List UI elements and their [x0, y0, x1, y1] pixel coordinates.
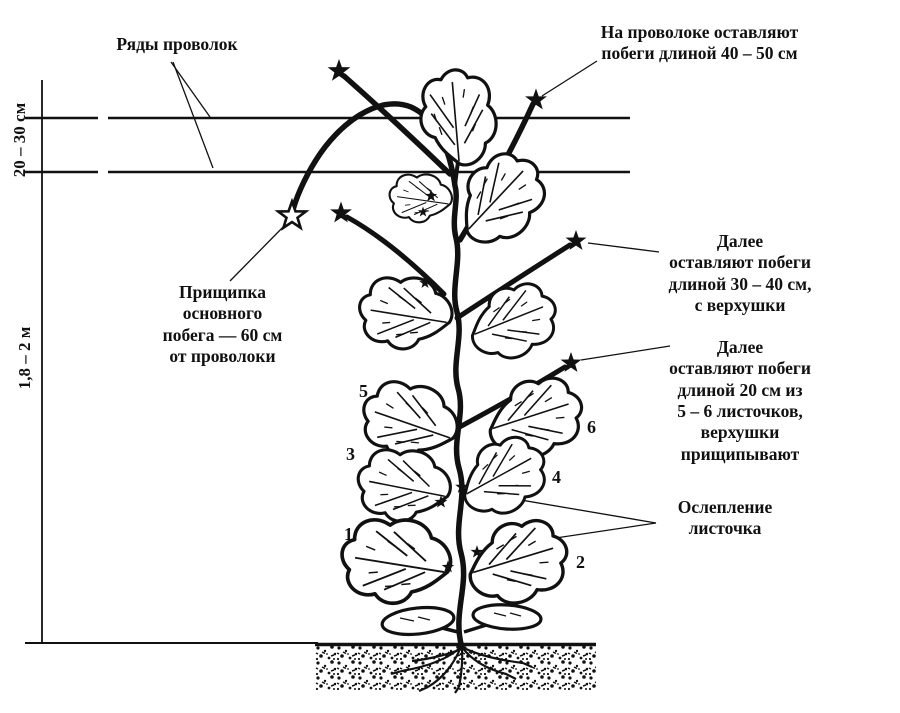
label-wire-shoots: На проволоке оставляют побеги длиной 40 …: [600, 22, 799, 64]
main-stem: [289, 101, 467, 651]
shoot-right-30-40: [454, 242, 573, 321]
shoot-upper-left: [341, 73, 453, 177]
leaf-number-3: 3: [346, 444, 355, 464]
leaf-number-4: 4: [552, 467, 561, 487]
label-leaf-blinding: Ослепление листочка: [677, 497, 773, 539]
pinched-main-tip: [276, 200, 308, 230]
leaf-below-wire-left: [383, 164, 458, 231]
axil-flowers: [417, 189, 484, 573]
leaf-number-5: 5: [359, 381, 368, 401]
label-next-shoots-20: Далее оставляют побеги длиной 20 см из 5…: [669, 337, 811, 464]
label-next-shoots-30-40: Далее оставляют побеги длиной 30 – 40 см…: [668, 231, 812, 316]
flower-upper-right: [525, 88, 547, 110]
leaf-number-1: 1: [344, 524, 353, 544]
petiole-top-leaf: [453, 160, 460, 188]
leaf-number-6: 6: [587, 417, 596, 437]
leaf-2: [460, 513, 576, 612]
leaf-top: [417, 67, 500, 168]
cotyledons: [380, 603, 543, 637]
leaf-1: [330, 502, 462, 619]
label-main-shoot-pinch: Прищипка основного побега — 60 см от про…: [162, 282, 283, 367]
label-plant-height: 1,8 – 2 м: [15, 326, 34, 390]
leaf-mid-left: [349, 263, 462, 362]
label-wire-rows: Ряды проволок: [116, 34, 238, 54]
soil-band: [315, 646, 596, 690]
ground-line: [25, 642, 596, 647]
leaf-number-2: 2: [576, 552, 585, 572]
leaf-mid-right: [460, 275, 567, 369]
shoot-mid-left: [344, 214, 447, 297]
label-wire-spacing: 20 – 30 см: [10, 102, 29, 178]
